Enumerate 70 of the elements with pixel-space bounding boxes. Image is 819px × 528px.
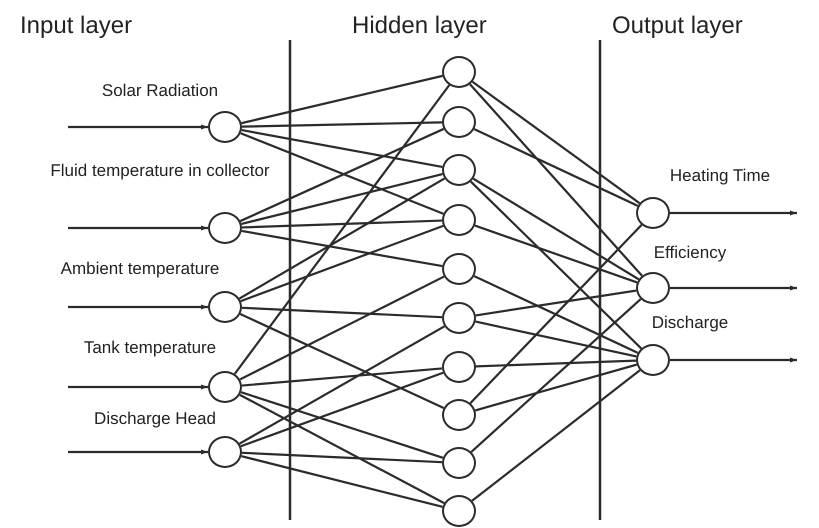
connection-line <box>242 121 442 128</box>
connection-line <box>239 276 445 380</box>
neuron-circle <box>442 106 476 138</box>
connection-line <box>239 394 445 504</box>
connection-line <box>472 178 640 280</box>
connection-line <box>240 313 444 409</box>
neuron-circle <box>208 291 242 323</box>
neuron-circle <box>636 344 670 376</box>
neuron-circle <box>636 197 670 229</box>
connection-line <box>234 84 450 375</box>
layer-heading: Output layer <box>612 12 743 40</box>
neuron-circle <box>442 253 476 285</box>
output-label: Discharge <box>650 312 730 333</box>
connection-line <box>242 367 442 387</box>
connection-line <box>474 224 638 284</box>
connection-line <box>241 128 443 168</box>
connection-line <box>242 219 442 229</box>
connection-line <box>470 298 642 453</box>
arrow <box>68 304 208 310</box>
arrow <box>670 358 797 362</box>
output-label: Heating Time <box>668 165 772 186</box>
connection-line <box>240 224 444 302</box>
arrow <box>68 226 208 230</box>
neuron-circle <box>636 272 670 304</box>
connection-line <box>241 455 443 508</box>
connection-line <box>241 74 443 124</box>
connection-line <box>471 369 641 502</box>
connection-line <box>241 173 443 225</box>
arrow <box>68 450 208 454</box>
connection-line <box>476 360 636 368</box>
neuron-circle <box>208 111 242 143</box>
input-label: Ambient temperature <box>60 258 220 279</box>
neuron-circle <box>442 204 476 236</box>
neuron-circle <box>208 212 242 244</box>
input-label: Tank temperature <box>82 337 218 358</box>
neuron-circle <box>442 56 476 88</box>
connection-line <box>474 364 638 412</box>
output-label: Efficiency <box>652 242 728 263</box>
connection-line <box>242 230 442 268</box>
connection-line <box>238 325 446 445</box>
arrow <box>670 210 797 216</box>
connection-line <box>242 452 442 464</box>
connection-line <box>240 372 444 448</box>
input-label: Discharge Head <box>93 408 217 429</box>
neuron-circle <box>442 495 476 527</box>
connection-line <box>475 320 637 358</box>
neuron-circle <box>442 351 476 383</box>
connection-line <box>470 224 642 404</box>
neuron-circle <box>442 399 476 431</box>
neuron-circle <box>208 371 242 403</box>
layer-heading: Input layer <box>20 12 132 40</box>
neuron-circle <box>442 447 476 479</box>
connection-line <box>242 306 442 318</box>
layer-heading: Hidden layer <box>352 12 487 40</box>
neuron-circle <box>208 436 242 468</box>
input-label: Fluid temperature in collector <box>49 160 271 181</box>
arrow <box>670 286 797 290</box>
connection-line <box>470 180 642 350</box>
neuron-circle <box>442 154 476 186</box>
input-label: Solar Radiation <box>100 80 220 101</box>
arrow <box>68 124 208 130</box>
connection-line <box>469 83 643 277</box>
connection-line <box>474 275 638 354</box>
arrow <box>68 384 208 390</box>
connection-line <box>240 391 444 459</box>
neuron-circle <box>442 302 476 334</box>
connection-line <box>474 128 638 207</box>
connection-line <box>472 80 640 204</box>
connection-line <box>238 178 446 300</box>
connection-line <box>476 290 636 316</box>
